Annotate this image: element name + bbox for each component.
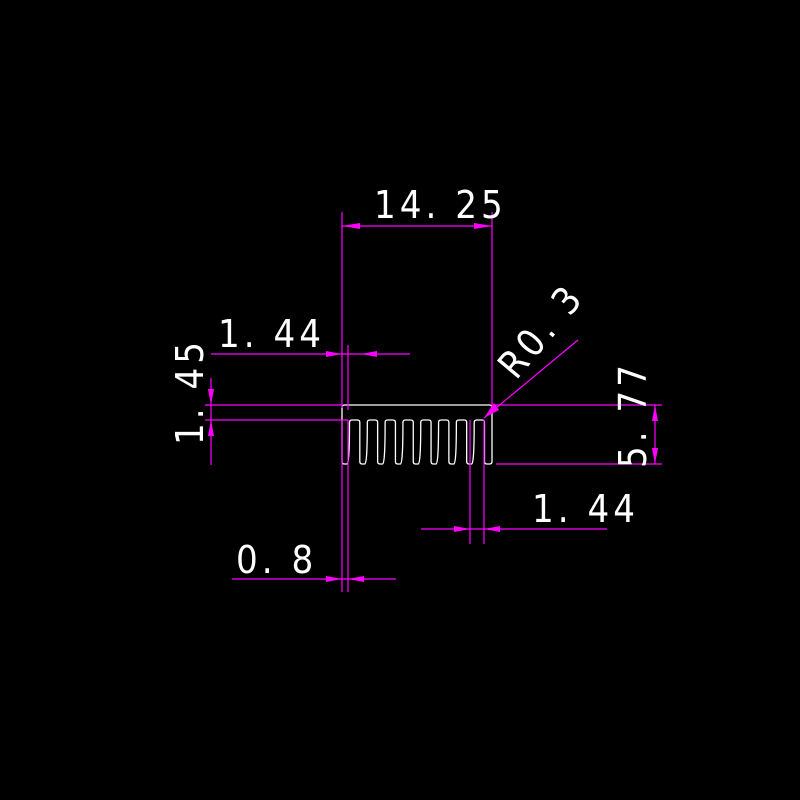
label-fin-thickness-top: 1. 44: [218, 312, 325, 356]
dim-fin-thickness-top: 1. 44: [211, 312, 410, 410]
dim-fillet-radius: R0. 3: [483, 275, 593, 419]
dim-fin-gap: 0. 8: [232, 420, 396, 592]
heatsink-profile: [341, 404, 493, 465]
label-overall-height: 5. 77: [611, 361, 655, 468]
dim-base-thickness: 1. 45: [168, 338, 348, 465]
label-overall-width: 14. 25: [374, 183, 507, 227]
label-fin-gap: 0. 8: [236, 538, 317, 582]
dim-overall-width: 14. 25: [341, 183, 507, 408]
label-fin-thickness-bottom: 1. 44: [532, 487, 639, 531]
label-base-thickness: 1. 45: [168, 338, 212, 445]
dim-overall-height: 5. 77: [492, 361, 662, 468]
dim-fin-thickness-bottom: 1. 44: [421, 420, 639, 544]
